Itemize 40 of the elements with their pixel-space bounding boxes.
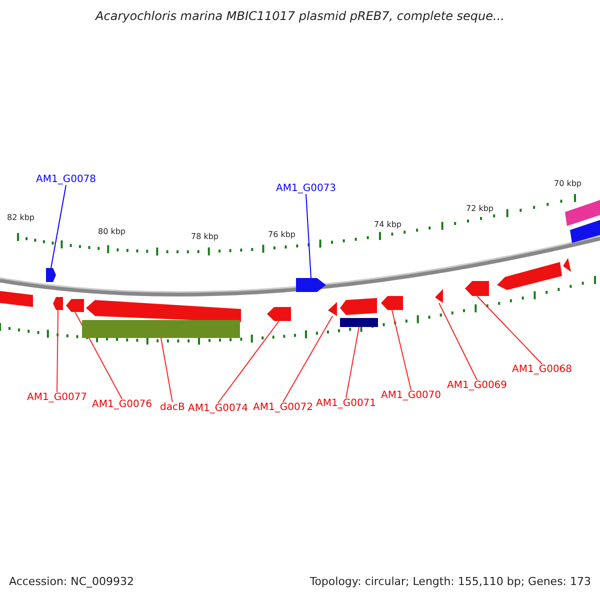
gene-label: AM1_G0072 [253, 402, 314, 413]
gene-label: AM1_G0073 [276, 183, 336, 194]
leader-line [306, 194, 312, 278]
leader-line [56, 310, 58, 392]
gene-feature [296, 278, 326, 292]
leader-line [282, 316, 333, 402]
leader-line [74, 312, 123, 400]
gene-feature [53, 297, 63, 310]
gene-label: AM1_G0074 [188, 403, 248, 414]
scale-label: 74 kbp [374, 221, 402, 230]
genome-summary-text: Topology: circular; Length: 155,110 bp; Genes: 173 [310, 576, 591, 588]
scale-label: 76 kbp [268, 231, 296, 240]
leader-line [438, 302, 478, 380]
scale-label: 78 kbp [191, 233, 219, 242]
gene-label: AM1_G0078 [36, 174, 96, 185]
gene-label: AM1_G0076 [92, 399, 152, 410]
gene-label: AM1_G0070 [381, 390, 442, 401]
gene-bar [340, 318, 378, 327]
gene-feature [46, 268, 56, 282]
gene-bar [82, 320, 240, 338]
leader-line [50, 184, 67, 268]
scale-label: 82 kbp [7, 214, 35, 223]
scale-label: 80 kbp [98, 228, 126, 237]
gene-label: AM1_G0071 [316, 398, 376, 409]
leader-line [218, 320, 280, 404]
gene-feature [465, 281, 489, 296]
leader-line [160, 338, 173, 402]
gene-feature [267, 307, 291, 321]
gene-label: AM1_G0069 [447, 380, 508, 391]
gene-label: dacB [160, 402, 185, 413]
scale-label: 70 kbp [554, 180, 582, 189]
leader-line [476, 296, 543, 364]
scale-label: 72 kbp [466, 205, 494, 214]
leader-line [346, 326, 360, 398]
accession-text: Accession: NC_009932 [9, 576, 134, 588]
gene-label: AM1_G0068 [512, 364, 572, 375]
gene-feature [381, 296, 403, 310]
gene-feature [66, 299, 84, 312]
gene-label: AM1_G0077 [27, 392, 88, 403]
title: Acaryochloris marina MBIC11017 plasmid pREB7, complete seque... [94, 10, 506, 24]
